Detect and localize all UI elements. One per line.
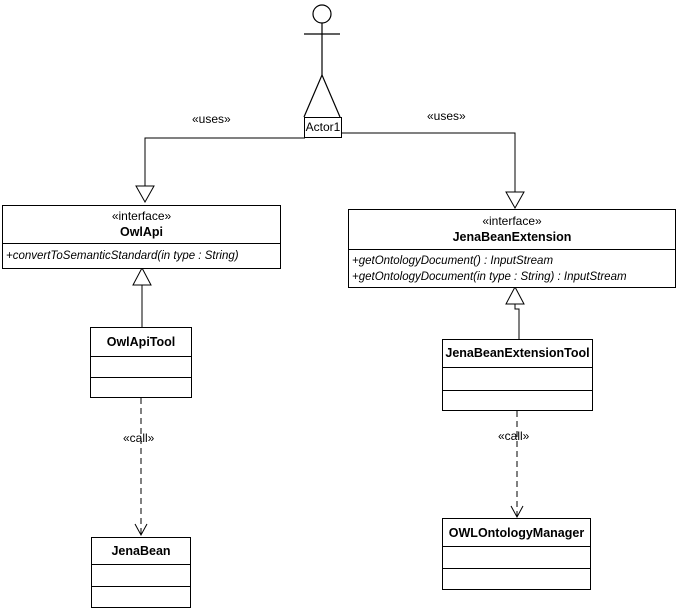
class-jenabeanextension-stereotype: «interface» bbox=[482, 214, 542, 228]
class-owlontologymanager[interactable]: OWLOntologyManager bbox=[442, 518, 591, 590]
class-jenabeanextension-operations: +getOntologyDocument() : InputStream +ge… bbox=[349, 250, 675, 285]
class-owlapitool-header: OwlApiTool bbox=[91, 328, 191, 357]
actor-figure bbox=[303, 4, 341, 118]
class-jenabean-name: JenaBean bbox=[111, 544, 171, 558]
class-jenabeanextensiontool-attributes bbox=[443, 368, 592, 391]
class-owlontologymanager-name: OWLOntologyManager bbox=[448, 526, 585, 540]
realization-arrowhead-owlapi bbox=[132, 266, 152, 286]
class-jenabeanextensiontool-header: JenaBeanExtensionTool bbox=[443, 340, 592, 368]
class-jenabeanextensiontool-name: JenaBeanExtensionTool bbox=[445, 346, 590, 360]
class-jenabean-header: JenaBean bbox=[92, 538, 190, 565]
uses-label-right: «uses» bbox=[427, 109, 466, 123]
realization-edge-jenabeanextension bbox=[514, 304, 520, 339]
uses-label-left: «uses» bbox=[192, 112, 231, 126]
class-owlontologymanager-attributes bbox=[443, 547, 590, 569]
call-label-right: «call» bbox=[498, 429, 530, 443]
class-owlapi-operations: +convertToSemanticStandard(in type : Str… bbox=[3, 244, 280, 264]
class-owlapi[interactable]: «interface» OwlApi +convertToSemanticSta… bbox=[2, 205, 281, 269]
class-jenabeanextensiontool[interactable]: JenaBeanExtensionTool bbox=[442, 339, 593, 411]
class-owlapi-stereotype: «interface» bbox=[111, 209, 172, 223]
class-jenabeanextensiontool-operations bbox=[443, 391, 592, 409]
class-owlapi-header: «interface» OwlApi bbox=[3, 206, 280, 244]
uses-edge-jenabeanextension bbox=[342, 132, 516, 192]
uses-edge-owlapi bbox=[144, 137, 305, 186]
class-owlapitool-operations bbox=[91, 378, 191, 396]
call-label-left: «call» bbox=[123, 431, 155, 445]
class-owlapitool-attributes bbox=[91, 357, 191, 378]
actor-legs bbox=[303, 73, 341, 118]
call-arrowhead-jenabean bbox=[134, 523, 148, 537]
uses-arrowhead-jenabeanextension bbox=[505, 191, 525, 210]
class-owlontologymanager-header: OWLOntologyManager bbox=[443, 519, 590, 547]
operation: +getOntologyDocument() : InputStream bbox=[352, 255, 554, 267]
class-jenabean[interactable]: JenaBean bbox=[91, 537, 191, 608]
call-arrowhead-owlontologymanager bbox=[510, 505, 524, 519]
class-jenabeanextension[interactable]: «interface» JenaBeanExtension +getOntolo… bbox=[348, 209, 676, 288]
realization-arrowhead-jenabeanextension bbox=[505, 285, 525, 305]
actor-head bbox=[312, 4, 332, 24]
class-owlapitool-name: OwlApiTool bbox=[106, 335, 176, 349]
class-jenabean-operations bbox=[92, 587, 190, 606]
class-owlapi-name: OwlApi bbox=[119, 225, 164, 239]
actor-name: Actor1 bbox=[304, 117, 342, 138]
class-jenabean-attributes bbox=[92, 565, 190, 587]
class-jenabeanextension-header: «interface» JenaBeanExtension bbox=[349, 210, 675, 250]
class-jenabeanextension-name: JenaBeanExtension bbox=[452, 230, 572, 244]
uses-arrowhead-owlapi bbox=[135, 185, 155, 204]
operation: +convertToSemanticStandard(in type : Str… bbox=[6, 250, 239, 262]
operation: +getOntologyDocument(in type : String) :… bbox=[352, 271, 627, 283]
class-owlapitool[interactable]: OwlApiTool bbox=[90, 327, 192, 398]
class-owlontologymanager-operations bbox=[443, 569, 590, 588]
